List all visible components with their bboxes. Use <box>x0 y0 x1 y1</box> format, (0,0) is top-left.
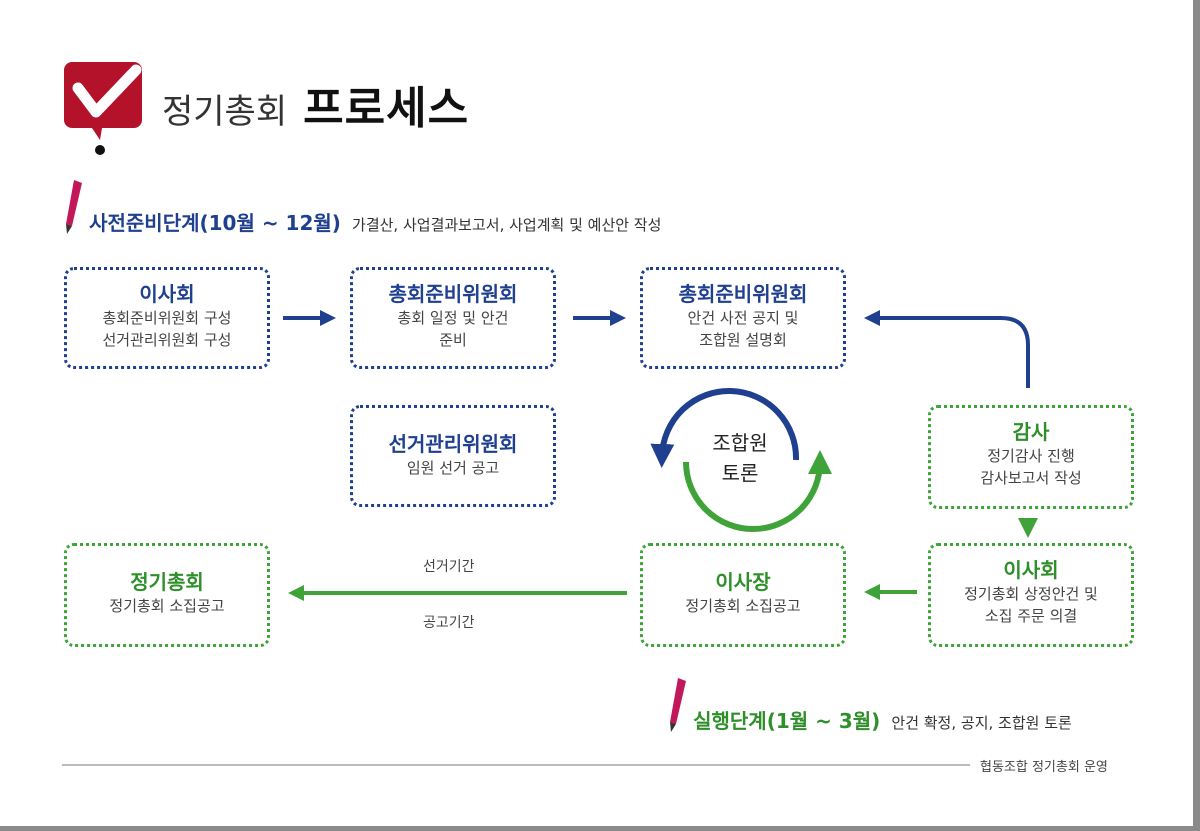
phase-exec-desc: 안건 확정, 공지, 조합원 토론 <box>891 714 1072 732</box>
box-title: 이사회 <box>139 282 195 306</box>
box-title: 감사 <box>1012 420 1050 444</box>
cycle-label: 조합원 토론 <box>690 428 790 488</box>
frame-border-right <box>1193 0 1200 831</box>
box-board-1: 이사회 총회준비위원회 구성 선거관리위원회 구성 <box>64 267 270 369</box>
box-audit: 감사 정기감사 진행 감사보고서 작성 <box>928 405 1134 509</box>
page-title: 정기총회 프로세스 <box>162 72 469 136</box>
footer-caption: 협동조합 정기총회 운영 <box>980 760 1108 775</box>
phase-exec-title: 실행단계(1월 ~ 3월) <box>693 709 881 733</box>
footer-divider <box>62 764 970 766</box>
box-text: 준비 <box>439 331 467 349</box>
cycle-arrow-green <box>683 450 832 532</box>
check-mark-icon <box>64 62 142 155</box>
title-bold: 프로세스 <box>303 83 470 134</box>
box-text: 감사보고서 작성 <box>980 469 1082 487</box>
box-text: 정기총회 상정안건 및 <box>964 585 1098 603</box>
box-title: 선거관리위원회 <box>388 432 518 456</box>
box-board-2: 이사회 정기총회 상정안건 및 소집 주문 의결 <box>928 543 1134 647</box>
box-text: 총회준비위원회 구성 <box>102 309 232 327</box>
box-text: 조합원 설명회 <box>699 331 787 349</box>
pencil-icon <box>670 678 686 732</box>
header: 정기총회 프로세스 <box>62 60 468 160</box>
pencil-icon <box>66 180 82 234</box>
box-text: 소집 주문 의결 <box>984 607 1078 625</box>
box-title: 이사회 <box>1003 558 1059 582</box>
box-prep-committee-2: 총회준비위원회 안건 사전 공지 및 조합원 설명회 <box>640 267 846 369</box>
box-title: 정기총회 <box>130 570 204 594</box>
phase-exec: 실행단계(1월 ~ 3월) 안건 확정, 공지, 조합원 토론 <box>666 676 1072 734</box>
box-text: 정기감사 진행 <box>987 447 1075 465</box>
box-prep-committee-1: 총회준비위원회 총회 일정 및 안건 준비 <box>350 267 556 369</box>
box-text: 총회 일정 및 안건 <box>397 309 509 327</box>
phase-prep: 사전준비단계(10월 ~ 12월) 가결산, 사업결과보고서, 사업계획 및 예… <box>62 178 661 236</box>
cycle-label-line-2: 토론 <box>721 461 759 485</box>
box-title: 총회준비위원회 <box>678 282 808 306</box>
box-title: 이사장 <box>715 570 771 594</box>
box-text: 정기총회 소집공고 <box>109 597 225 615</box>
box-text: 선거관리위원회 구성 <box>102 331 232 349</box>
frame-border-bottom <box>0 826 1200 831</box>
box-text: 임원 선거 공고 <box>406 459 500 477</box>
box-title: 총회준비위원회 <box>388 282 518 306</box>
notice-period-label: 공고기간 <box>423 615 475 631</box>
phase-prep-title: 사전준비단계(10월 ~ 12월) <box>89 211 341 235</box>
box-chairman: 이사장 정기총회 소집공고 <box>640 543 846 647</box>
cycle-label-line-1: 조합원 <box>712 431 768 455</box>
box-general-meeting: 정기총회 정기총회 소집공고 <box>64 543 270 647</box>
phase-prep-desc: 가결산, 사업결과보고서, 사업계획 및 예산안 작성 <box>352 216 662 234</box>
box-text: 정기총회 소집공고 <box>685 597 801 615</box>
title-light: 정기총회 <box>162 92 288 132</box>
box-text: 안건 사전 공지 및 <box>687 309 799 327</box>
arrow-audit-to-prep <box>864 310 1030 388</box>
cycle-arrow-blue <box>650 387 800 468</box>
box-election-committee: 선거관리위원회 임원 선거 공고 <box>350 405 556 507</box>
election-period-label: 선거기간 <box>423 559 475 575</box>
